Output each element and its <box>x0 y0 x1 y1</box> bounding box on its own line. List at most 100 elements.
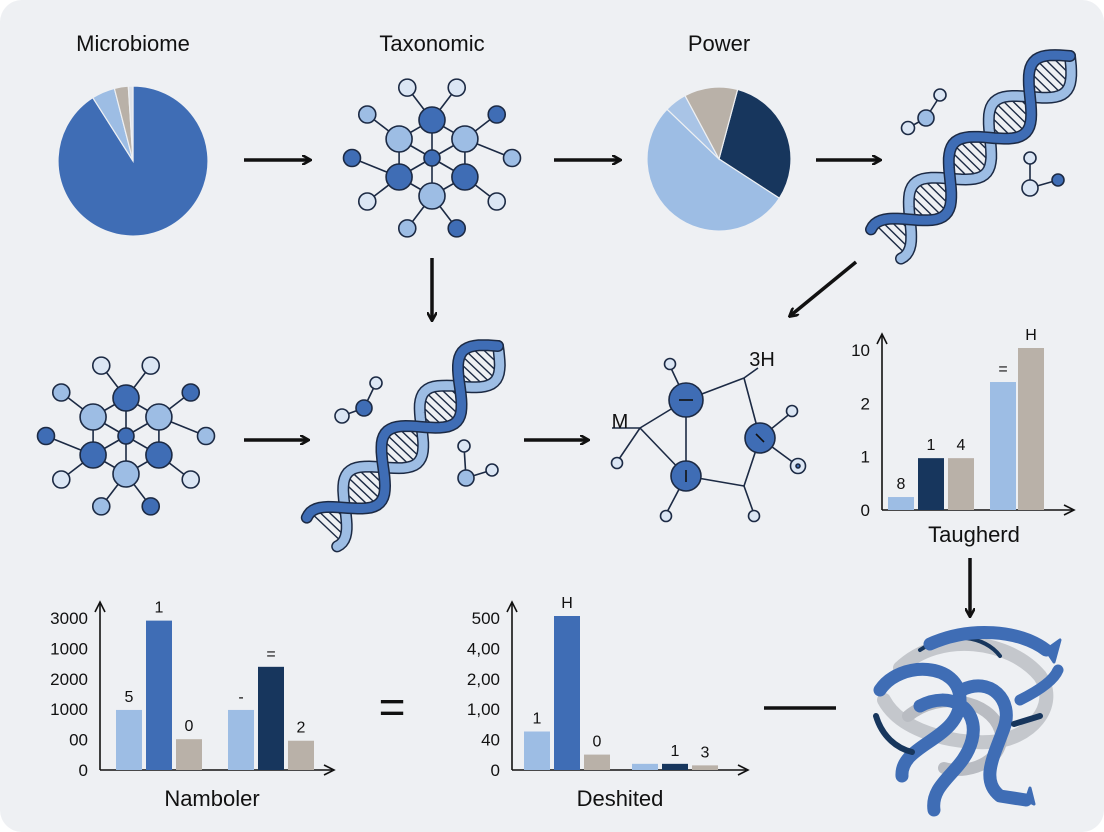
namboler-ytick: 2000 <box>50 670 88 689</box>
namboler-bar <box>176 739 202 770</box>
network-node <box>357 105 377 124</box>
network-node <box>423 149 441 167</box>
dna-strand-light <box>896 51 1076 264</box>
taugherd-bar <box>918 458 944 510</box>
network-node <box>357 192 377 211</box>
arrow-dna-to-molecule <box>790 260 858 316</box>
network-node <box>451 163 479 191</box>
deshited-bar-label: 1 <box>671 743 680 760</box>
network-node <box>79 441 107 469</box>
molecule-structure-icon <box>610 357 807 523</box>
taugherd-bar-label: 8 <box>897 476 906 493</box>
taugherd-bar-label: H <box>1025 327 1037 344</box>
protein-ribbon-icon <box>873 626 1064 817</box>
molecule-icon-mid-right <box>457 439 499 487</box>
network-node <box>502 148 522 168</box>
network-node <box>145 441 173 469</box>
taugherd-ytick: 1 <box>861 448 870 467</box>
network-node <box>117 427 135 445</box>
namboler-ytick: 1000 <box>50 639 88 658</box>
dna-strand-light <box>332 341 505 551</box>
taugherd-bar-label: = <box>998 361 1007 378</box>
taugherd-bar <box>948 458 974 510</box>
deshited-xlabel: Deshited <box>577 786 664 811</box>
title-taxonomic: Taxonomic <box>379 31 484 56</box>
power-pie-slice-0 <box>718 88 792 200</box>
network-node <box>79 403 107 431</box>
microbiome-pie <box>57 85 209 237</box>
title-power: Power <box>688 31 750 56</box>
taugherd-bar-label: 1 <box>927 437 936 454</box>
namboler-bar <box>288 740 314 770</box>
deshited-bar-label: H <box>561 595 573 612</box>
network-node <box>385 163 413 191</box>
power-pie-slice-3 <box>684 86 739 161</box>
network-node <box>181 383 201 402</box>
network-icon <box>36 356 216 516</box>
namboler-bar-label: 5 <box>125 689 134 706</box>
molecule-icon-top-left <box>900 88 947 136</box>
deshited-bar <box>692 765 718 770</box>
network-node <box>112 460 140 488</box>
namboler-bar-label: 2 <box>297 720 306 737</box>
dna-helix-icon-middle <box>300 339 506 553</box>
network-node <box>112 384 140 412</box>
taxonomic-network-icon <box>342 78 522 238</box>
network-node <box>145 403 173 431</box>
taugherd-ytick: 2 <box>861 394 870 413</box>
taugherd-bar <box>888 497 914 510</box>
deshited-bar <box>632 763 658 770</box>
deshited-bar <box>554 616 580 770</box>
network-node <box>51 470 71 489</box>
deshited-bar-label: 3 <box>701 744 710 761</box>
network-node <box>141 356 161 375</box>
molecule-label-m: M <box>612 411 629 433</box>
taugherd-axes <box>876 332 1076 516</box>
network-node <box>397 78 417 97</box>
namboler-ytick: 1000 <box>50 700 88 719</box>
taugherd-bar-label: 4 <box>957 437 966 454</box>
namboler-bar <box>116 709 142 770</box>
deshited-bar <box>524 731 550 770</box>
molecule-icon-top-right <box>1021 151 1065 197</box>
namboler-bar-label: 0 <box>185 718 194 735</box>
namboler-ytick: 00 <box>69 731 88 750</box>
dna-helix-icon-top <box>865 49 1078 265</box>
network-node <box>91 497 111 516</box>
title-microbiome: Microbiome <box>76 31 190 56</box>
network-node <box>51 383 71 402</box>
namboler-bar <box>258 666 284 770</box>
molecule-icon-mid-left <box>334 376 383 424</box>
namboler-bar-label: - <box>238 689 243 706</box>
molecule-label-3h: 3H <box>749 349 775 371</box>
taugherd-xlabel: Taugherd <box>928 522 1020 547</box>
taugherd-ytick: 10 <box>851 341 870 360</box>
taugherd-bar <box>990 382 1016 510</box>
network-node <box>181 470 201 489</box>
namboler-ytick: 0 <box>79 761 88 780</box>
deshited-bar <box>584 754 610 770</box>
network-node <box>418 182 446 210</box>
network-node <box>342 148 362 168</box>
deshited-bar-label: 0 <box>593 734 602 751</box>
network-node <box>91 356 111 375</box>
namboler-bar-label: 1 <box>155 600 164 617</box>
network-node <box>385 125 413 153</box>
network-node <box>141 497 161 516</box>
namboler-bar-label: = <box>266 646 275 663</box>
namboler-bar <box>146 620 172 770</box>
deshited-ytick: 40 <box>481 731 500 750</box>
deshited-ytick: 0 <box>491 761 500 780</box>
power-pie <box>646 86 792 232</box>
deshited-bar <box>662 763 688 770</box>
dna-strand-dark <box>302 340 503 523</box>
power-pie-slice-1 <box>646 108 781 232</box>
network-node <box>451 125 479 153</box>
network-node <box>418 106 446 134</box>
microbiome-pie-slice-3 <box>127 85 134 162</box>
